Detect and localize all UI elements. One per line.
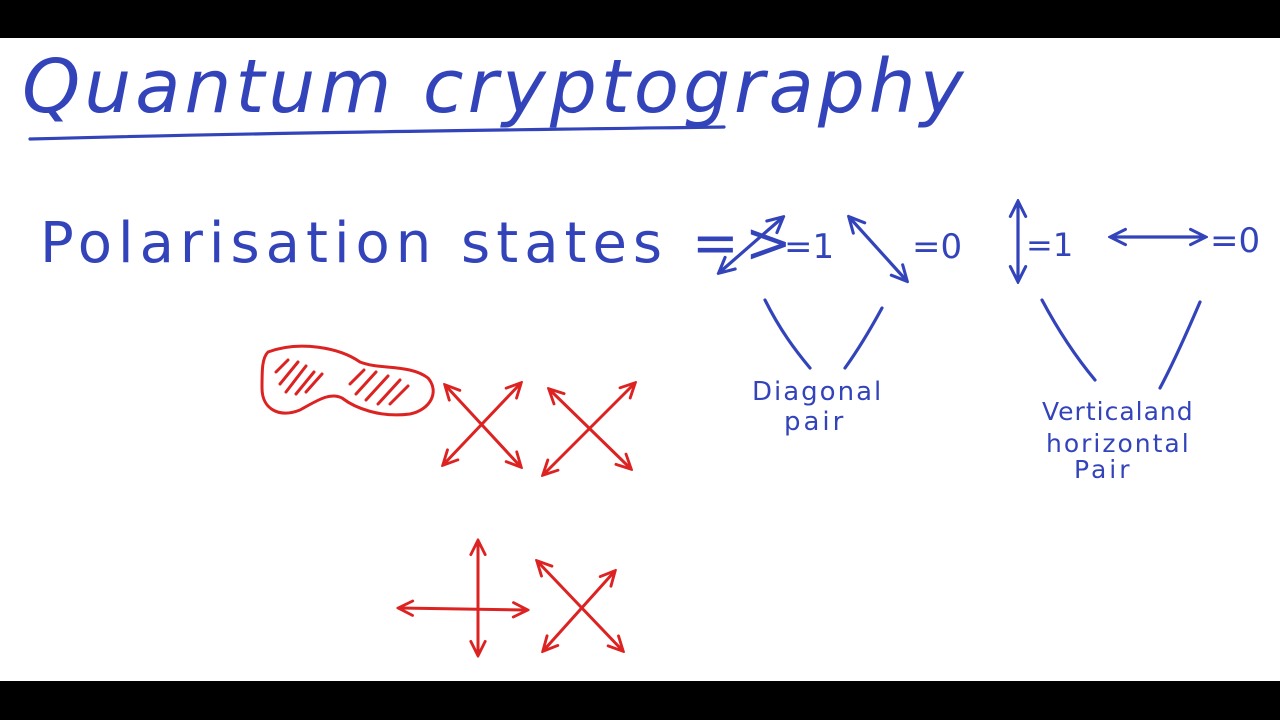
letterbox-top — [0, 0, 1280, 38]
diagonal-pair-label-line2: pair — [784, 407, 846, 437]
vh-pair-label-line1: Verticaland — [1042, 397, 1194, 426]
vertical-one-label: =1 — [1026, 226, 1073, 264]
diagonal-pair-label-line1: Diagonal — [752, 377, 883, 407]
vh-pair-label-line2: horizontal — [1046, 429, 1191, 458]
diagonal-pair-right-stroke — [843, 306, 884, 370]
vh-pair-label-line3: Pair — [1074, 455, 1133, 484]
red-cross-arrows — [400, 542, 526, 654]
red-diagonal-x-3 — [538, 562, 622, 650]
page-title: Quantum cryptography — [22, 44, 968, 130]
diagonal-up-right-arrow — [720, 218, 782, 272]
polarisation-label: Polarisation states => — [40, 211, 798, 276]
vh-pair-right-stroke — [1158, 300, 1202, 390]
diagonal-zero-label: =0 — [912, 227, 962, 267]
red-diagonal-x-2 — [544, 384, 634, 474]
horizontal-zero-label: =0 — [1210, 221, 1260, 261]
title-underline — [28, 125, 726, 141]
diagonal-pair-left-stroke — [763, 298, 812, 370]
polarised-glasses-sketch — [260, 344, 435, 417]
whiteboard — [0, 38, 1280, 681]
letterbox-bottom — [0, 681, 1280, 720]
red-diagonal-x-1 — [444, 384, 520, 466]
diagonal-down-right-arrow — [850, 218, 906, 280]
vh-pair-left-stroke — [1040, 298, 1097, 382]
diagonal-one-label: =1 — [784, 227, 834, 267]
